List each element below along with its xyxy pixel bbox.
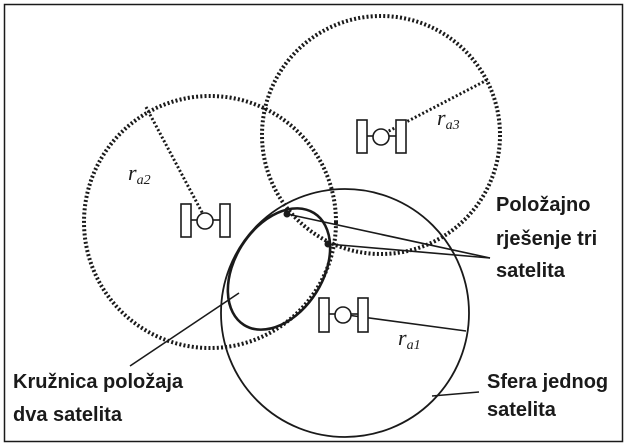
satellite-icon xyxy=(318,297,369,333)
svg-text:Položajno: Položajno xyxy=(496,194,590,216)
svg-text:Kružnica položaja: Kružnica položaja xyxy=(13,371,184,393)
position-circle-label: Kružnica položaja dva satelita xyxy=(13,371,184,426)
sphere-satellite-2 xyxy=(82,94,338,350)
svg-text:dva satelita: dva satelita xyxy=(13,404,123,426)
radius-label-a3: ra3 xyxy=(437,105,460,133)
svg-text:satelita: satelita xyxy=(496,260,566,282)
leader-line-single-sphere xyxy=(431,391,480,397)
leader-line-solution-2 xyxy=(327,243,491,259)
position-circle-ellipse xyxy=(226,207,332,331)
svg-text:rješenje tri: rješenje tri xyxy=(496,228,597,250)
leader-line-position-circle xyxy=(129,292,240,367)
leader-line-solution-1 xyxy=(286,213,491,259)
svg-text:satelita: satelita xyxy=(487,399,557,421)
radius-line-a2 xyxy=(144,106,207,219)
radius-label-a2: ra2 xyxy=(128,160,151,188)
single-sphere-label: Sfera jednog satelita xyxy=(487,371,608,421)
satellite-icon xyxy=(180,203,231,238)
position-solution-label: Položajno rješenje tri satelita xyxy=(496,194,597,282)
satellite-icon xyxy=(356,119,407,154)
radius-label-a1: ra1 xyxy=(398,325,421,353)
sphere-satellite-3 xyxy=(260,14,502,256)
svg-text:Sfera jednog: Sfera jednog xyxy=(487,371,608,393)
diagram-frame xyxy=(3,3,624,443)
sphere-satellite-1 xyxy=(220,188,470,438)
